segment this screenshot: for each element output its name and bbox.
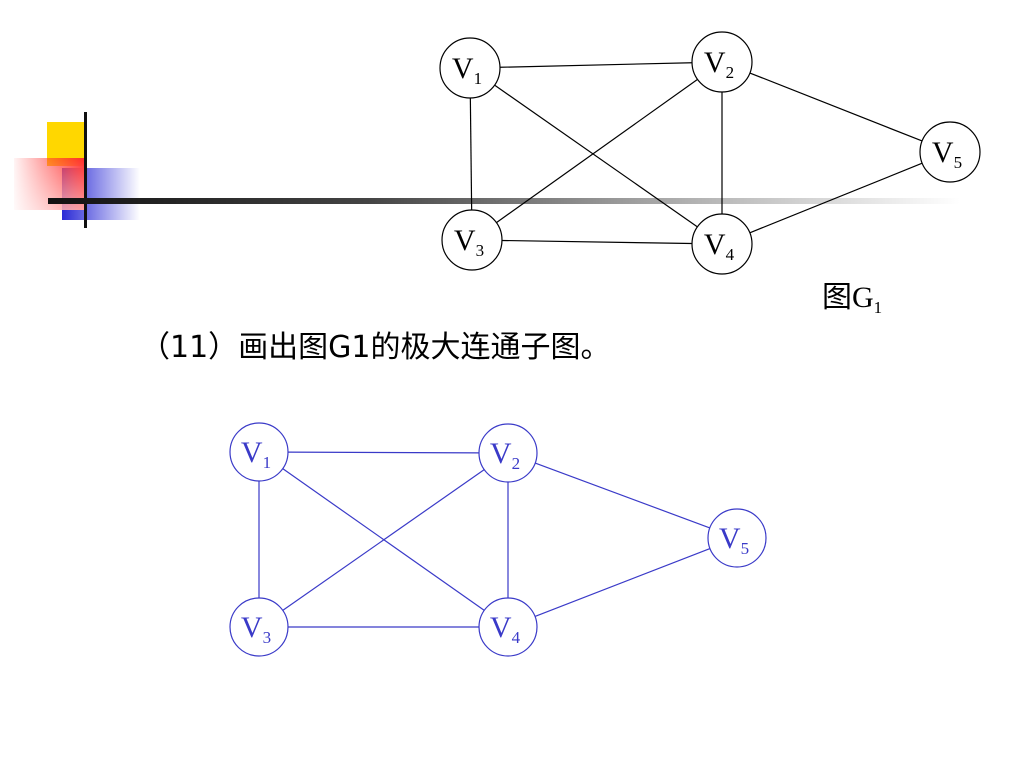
graph-original-node-letter: V (454, 224, 476, 257)
graph-answer-node-v5: V5 (707, 508, 767, 568)
graph-answer-node-label: V3 (241, 611, 271, 647)
vertical-rule (84, 112, 87, 228)
graph-answer-node-label: V2 (490, 437, 520, 473)
graph-original-node-circle (439, 37, 501, 99)
graph-original-node-label: V3 (454, 224, 484, 260)
graph-original-node-subscript: 1 (474, 69, 483, 88)
graph-answer-node-circle (707, 508, 767, 568)
graph-answer-node-v3: V3 (229, 597, 289, 657)
graph-original-edge-v1-v4 (494, 84, 698, 228)
graph-answer-node-v1: V1 (229, 422, 289, 482)
graph-answer-node-letter: V (490, 437, 512, 470)
graph-original-edge-v1-v3 (469, 97, 473, 211)
graph-original-edge-v3-v4 (501, 239, 693, 245)
graph-original-node-letter: V (704, 46, 726, 79)
graph-answer-node-subscript: 1 (263, 453, 272, 472)
graph-original-node-circle (691, 31, 753, 93)
graph-answer-node-v2: V2 (478, 423, 538, 483)
graph-answer-edge-v2-v5 (534, 462, 711, 529)
graph-original-node-v2: V2 (691, 31, 753, 93)
graph-answer-edge-v2-v3 (282, 469, 485, 611)
graph-original-node-label: V2 (704, 46, 734, 82)
graph-answer-node-letter: V (241, 611, 263, 644)
question-text: （11）画出图G1的极大连通子图。 (140, 322, 611, 366)
graph-answer-node-subscript: 3 (263, 628, 272, 647)
figure-caption-main: 图G (822, 281, 874, 314)
graph-original-node-v5: V5 (919, 121, 981, 183)
graph-answer-edge-v4-v5 (534, 547, 711, 618)
graph-original-node-label: V4 (704, 228, 735, 264)
graph-original-node-v3: V3 (441, 209, 503, 271)
graph-original-node-subscript: 2 (726, 63, 735, 82)
graph-original-node-circle (441, 209, 503, 271)
graph-original-node-letter: V (704, 228, 726, 261)
graph-original-edge-v1-v2 (499, 62, 693, 68)
graph-answer-node-label: V5 (719, 522, 749, 558)
horizontal-rule (48, 198, 960, 204)
graph-answer-node-subscript: 4 (512, 628, 521, 647)
question-body: 画出图G1的极大连通子图。 (238, 330, 611, 365)
graph-answer-node-label: V4 (490, 611, 521, 647)
graph-answer-node-circle (229, 422, 289, 482)
graph-answer-node-v4: V4 (478, 597, 538, 657)
graph-original-node-circle (691, 213, 753, 275)
graph-original-node-letter: V (452, 52, 474, 85)
graph-answer-node-subscript: 5 (741, 539, 750, 558)
graph-original-edge-v4-v5 (749, 162, 923, 234)
graph-original-node-subscript: 4 (726, 245, 735, 264)
graph-answer-node-letter: V (719, 522, 741, 555)
graph-original-node-label: V5 (932, 136, 962, 172)
graph-answer-node-circle (478, 423, 538, 483)
graph-answer-node-circle (478, 597, 538, 657)
graph-original-edge-v2-v3 (496, 78, 698, 224)
graph-answer-node-circle (229, 597, 289, 657)
figure-caption-sub: 1 (873, 298, 883, 317)
graph-original-node-label: V1 (452, 52, 482, 88)
graph-original-node-letter: V (932, 136, 954, 169)
graph-answer-edge-v1-v2 (287, 451, 480, 454)
graph-original-edge-v2-v5 (749, 72, 923, 142)
graph-original-node-subscript: 3 (476, 241, 485, 260)
figure-caption: 图G1 (822, 272, 882, 318)
graph-original-node-v4: V4 (691, 213, 753, 275)
graph-answer-node-label: V1 (241, 436, 271, 472)
graph-answer-node-letter: V (490, 611, 512, 644)
graph-answer-node-subscript: 2 (512, 454, 521, 473)
graph-original-node-subscript: 5 (954, 153, 963, 172)
graph-original-node-circle (919, 121, 981, 183)
graph-original-node-v1: V1 (439, 37, 501, 99)
graph-answer-node-letter: V (241, 436, 263, 469)
question-number: （11） (140, 330, 239, 365)
